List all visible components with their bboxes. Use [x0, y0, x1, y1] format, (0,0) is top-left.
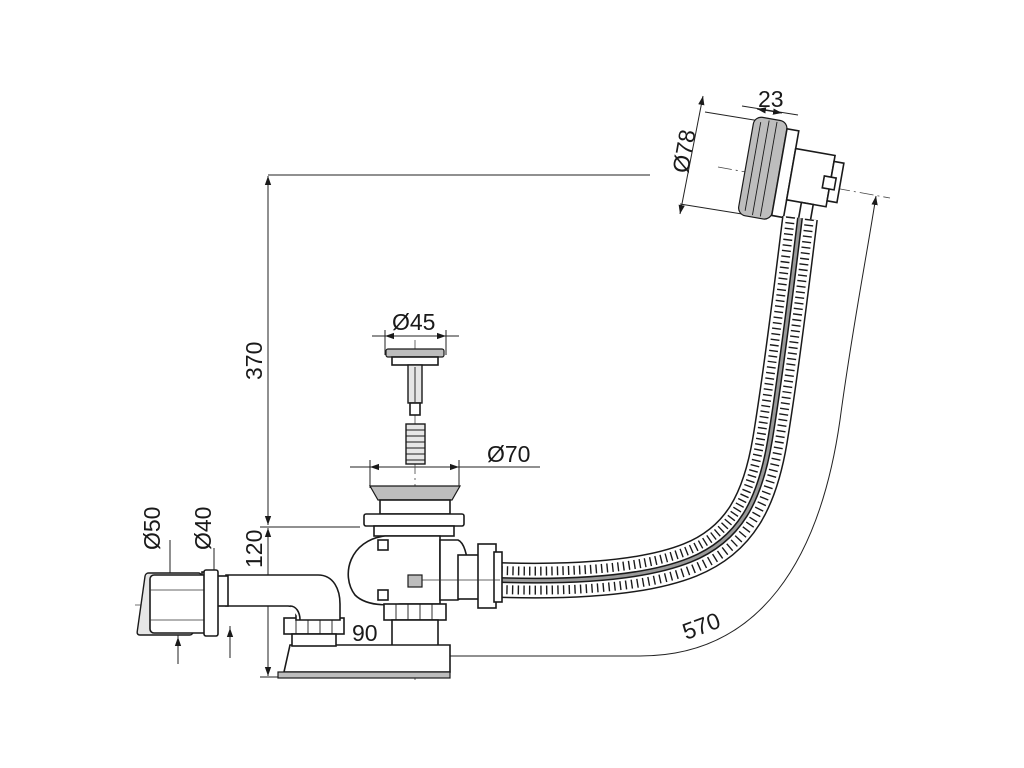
label-outlet-outer: Ø50	[139, 507, 165, 550]
drain-flange	[363, 485, 465, 537]
label-outlet-inner: Ø40	[190, 507, 216, 550]
pop-up-plug	[385, 348, 445, 416]
label-height-total: 370	[241, 342, 267, 380]
trap-body	[277, 535, 503, 679]
dimension-labels: Ø78 23 Ø45 Ø70 370 120 Ø50 Ø40 90 570	[139, 86, 784, 646]
label-overflow-depth: 23	[758, 86, 784, 112]
label-height-trap: 120	[241, 530, 267, 568]
outlet-pipe	[136, 569, 341, 637]
label-drain-diameter: Ø70	[487, 441, 530, 467]
label-offset: 90	[352, 620, 378, 646]
label-plug-diameter: Ø45	[392, 309, 435, 335]
label-overflow-diameter: Ø78	[667, 128, 700, 175]
label-hose-length: 570	[679, 607, 724, 645]
overflow-head	[738, 116, 845, 232]
overflow-hose	[497, 215, 818, 599]
strainer-spring	[405, 423, 426, 465]
